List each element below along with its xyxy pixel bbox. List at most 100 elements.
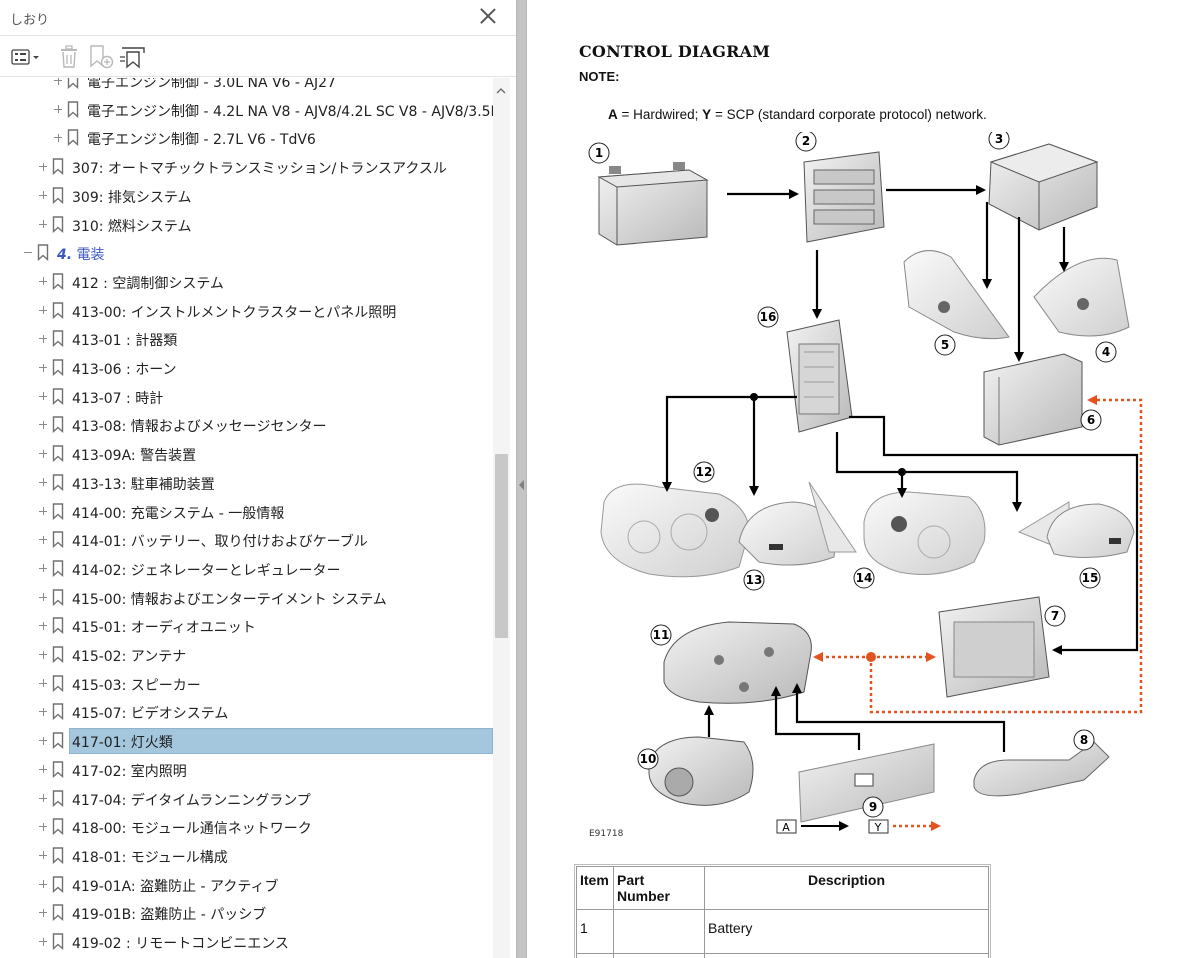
expand-icon[interactable] [39,277,48,286]
bookmark-item[interactable]: 418-01: モジュール構成 [0,843,493,869]
expand-bookmark-icon[interactable] [119,44,147,70]
expand-icon[interactable] [39,794,48,803]
callout-label-3: 3 [995,132,1003,146]
bookmark-item[interactable]: 419-02 : リモートコンビニエンス [0,929,493,955]
bookmark-item[interactable]: 418-00: モジュール通信ネットワーク [0,814,493,840]
bookmark-item[interactable]: 413-08: 情報およびメッセージセンター [0,412,493,438]
scroll-up-icon[interactable] [496,86,506,96]
bookmark-item-selected[interactable]: 417-01: 灯火類 [0,728,493,755]
bookmark-item[interactable]: 413-01 : 計器類 [0,326,493,352]
door-mirror-15-component [1017,501,1135,559]
callout-9: 9 [862,796,884,818]
cell-item: 1 [576,909,614,954]
bookmark-item[interactable]: 412 : 空調制御システム [0,269,493,295]
scroll-thumb[interactable] [495,454,508,638]
bookmark-item[interactable]: 415-03: スピーカー [0,671,493,697]
bookmark-icon [52,875,64,893]
expand-icon[interactable] [39,908,48,917]
expand-icon[interactable] [39,621,48,630]
expand-icon[interactable] [39,449,48,458]
callout-label-10: 10 [640,752,657,766]
expand-icon[interactable] [39,334,48,343]
page-title: CONTROL DIAGRAM [579,42,771,61]
bookmark-item[interactable]: 413-09A: 警告装置 [0,441,493,467]
control-module-7-component [938,596,1050,698]
expand-icon[interactable] [39,822,48,831]
expand-icon[interactable] [39,564,48,573]
expand-icon[interactable] [39,736,48,745]
pane-divider[interactable] [516,0,527,958]
bookmark-item[interactable]: 419-01A: 盗難防止 - アクティブ [0,872,493,898]
bookmark-item[interactable]: 415-02: アンテナ [0,642,493,668]
bookmark-label: 413-00: インストルメントクラスターとパネル照明 [72,304,397,321]
bookmark-item[interactable]: 電子エンジン制御 - 2.7L V6 - TdV6 [0,125,493,151]
bookmark-icon [52,301,64,319]
callout-14: 14 [853,567,875,589]
bookmark-item[interactable]: 414-00: 充電システム - 一般情報 [0,499,493,525]
bookmark-label: 414-02: ジェネレーターとレギュレーター [72,562,341,579]
expand-icon[interactable] [39,478,48,487]
collapse-pane-icon[interactable] [519,480,524,490]
callout-6: 6 [1080,409,1102,431]
expand-icon[interactable] [39,191,48,200]
expand-icon[interactable] [39,162,48,171]
expand-icon[interactable] [39,707,48,716]
bookmark-item[interactable]: 415-07: ビデオシステム [0,699,493,725]
selection-highlight [69,728,493,755]
expand-icon[interactable] [39,880,48,889]
callout-3: 3 [988,132,1010,150]
bookmark-item[interactable]: 415-00: 情報およびエンターテイメント システム [0,585,493,611]
bookmark-item[interactable]: 415-01: オーディオユニット [0,613,493,639]
bookmark-item[interactable]: 413-07 : 時計 [0,384,493,410]
callout-2: 2 [795,132,817,152]
bookmark-item[interactable]: 413-06 : ホーン [0,355,493,381]
bookmark-item[interactable]: 414-02: ジェネレーターとレギュレーター [0,556,493,582]
bookmark-icon [52,588,64,606]
bookmark-label: 413-13: 駐車補助装置 [72,476,215,493]
list-options-icon[interactable] [10,44,44,70]
bookmark-label: 4. 電装 [57,244,105,264]
expand-icon[interactable] [39,306,48,315]
expand-icon[interactable] [54,133,63,142]
cell-item [576,953,614,958]
bookmark-item[interactable]: 電子エンジン制御 - 4.2L NA V8 - AJV8/4.2L SC V8 … [0,97,493,123]
bookmark-item[interactable]: 307: オートマチックトランスミッション/トランスアクスル [0,154,493,180]
bookmark-item[interactable]: 310: 燃料システム [0,212,493,238]
bookmark-icon [52,761,64,778]
expand-icon[interactable] [39,535,48,544]
expand-icon[interactable] [39,220,48,229]
new-bookmark-icon[interactable] [88,44,116,70]
bookmark-item[interactable]: 414-01: バッテリー、取り付けおよびケーブル [0,527,493,553]
bookmark-label: 415-01: オーディオユニット [72,620,256,637]
expand-icon[interactable] [39,851,48,860]
close-icon[interactable] [478,6,498,26]
expand-icon[interactable] [39,593,48,602]
expand-icon[interactable] [39,765,48,774]
expand-icon[interactable] [39,363,48,372]
cell-description [704,953,989,958]
control-diagram: 1 2 3 4 5 6 7 8 9 10 11 12 13 14 15 16 E… [588,132,1143,839]
expand-icon[interactable] [54,78,63,85]
callout-5: 5 [934,334,956,356]
expand-icon[interactable] [39,650,48,659]
collapse-icon[interactable] [24,248,33,257]
bookmark-item[interactable]: 417-02: 室内照明 [0,757,493,783]
bookmark-item[interactable]: 電子エンジン制御 - 3.0L NA V6 - AJ27 [0,78,493,94]
expand-icon[interactable] [54,105,63,114]
bookmark-icon [52,703,64,721]
bookmark-item[interactable]: 309: 排気システム [0,183,493,209]
bookmark-tree: 電子エンジン制御 - 3.0L NA V6 - AJ27 電子エンジン制御 - 4… [0,78,493,958]
bookmark-item[interactable]: 417-04: デイタイムランニングランプ [0,786,493,812]
trash-icon[interactable] [57,44,85,70]
bookmark-label: 414-00: 充電システム - 一般情報 [72,505,285,522]
bookmark-item[interactable]: 4. 電装 [0,240,493,266]
expand-icon[interactable] [39,392,48,401]
expand-icon[interactable] [39,679,48,688]
expand-icon[interactable] [39,420,48,429]
bookmark-item[interactable]: 413-13: 駐車補助装置 [0,470,493,496]
bookmarks-scrollbar[interactable] [493,78,510,958]
bookmark-item[interactable]: 419-01B: 盗難防止 - パッシブ [0,900,493,926]
bookmark-item[interactable]: 413-00: インストルメントクラスターとパネル照明 [0,298,493,324]
expand-icon[interactable] [39,937,48,946]
expand-icon[interactable] [39,507,48,516]
